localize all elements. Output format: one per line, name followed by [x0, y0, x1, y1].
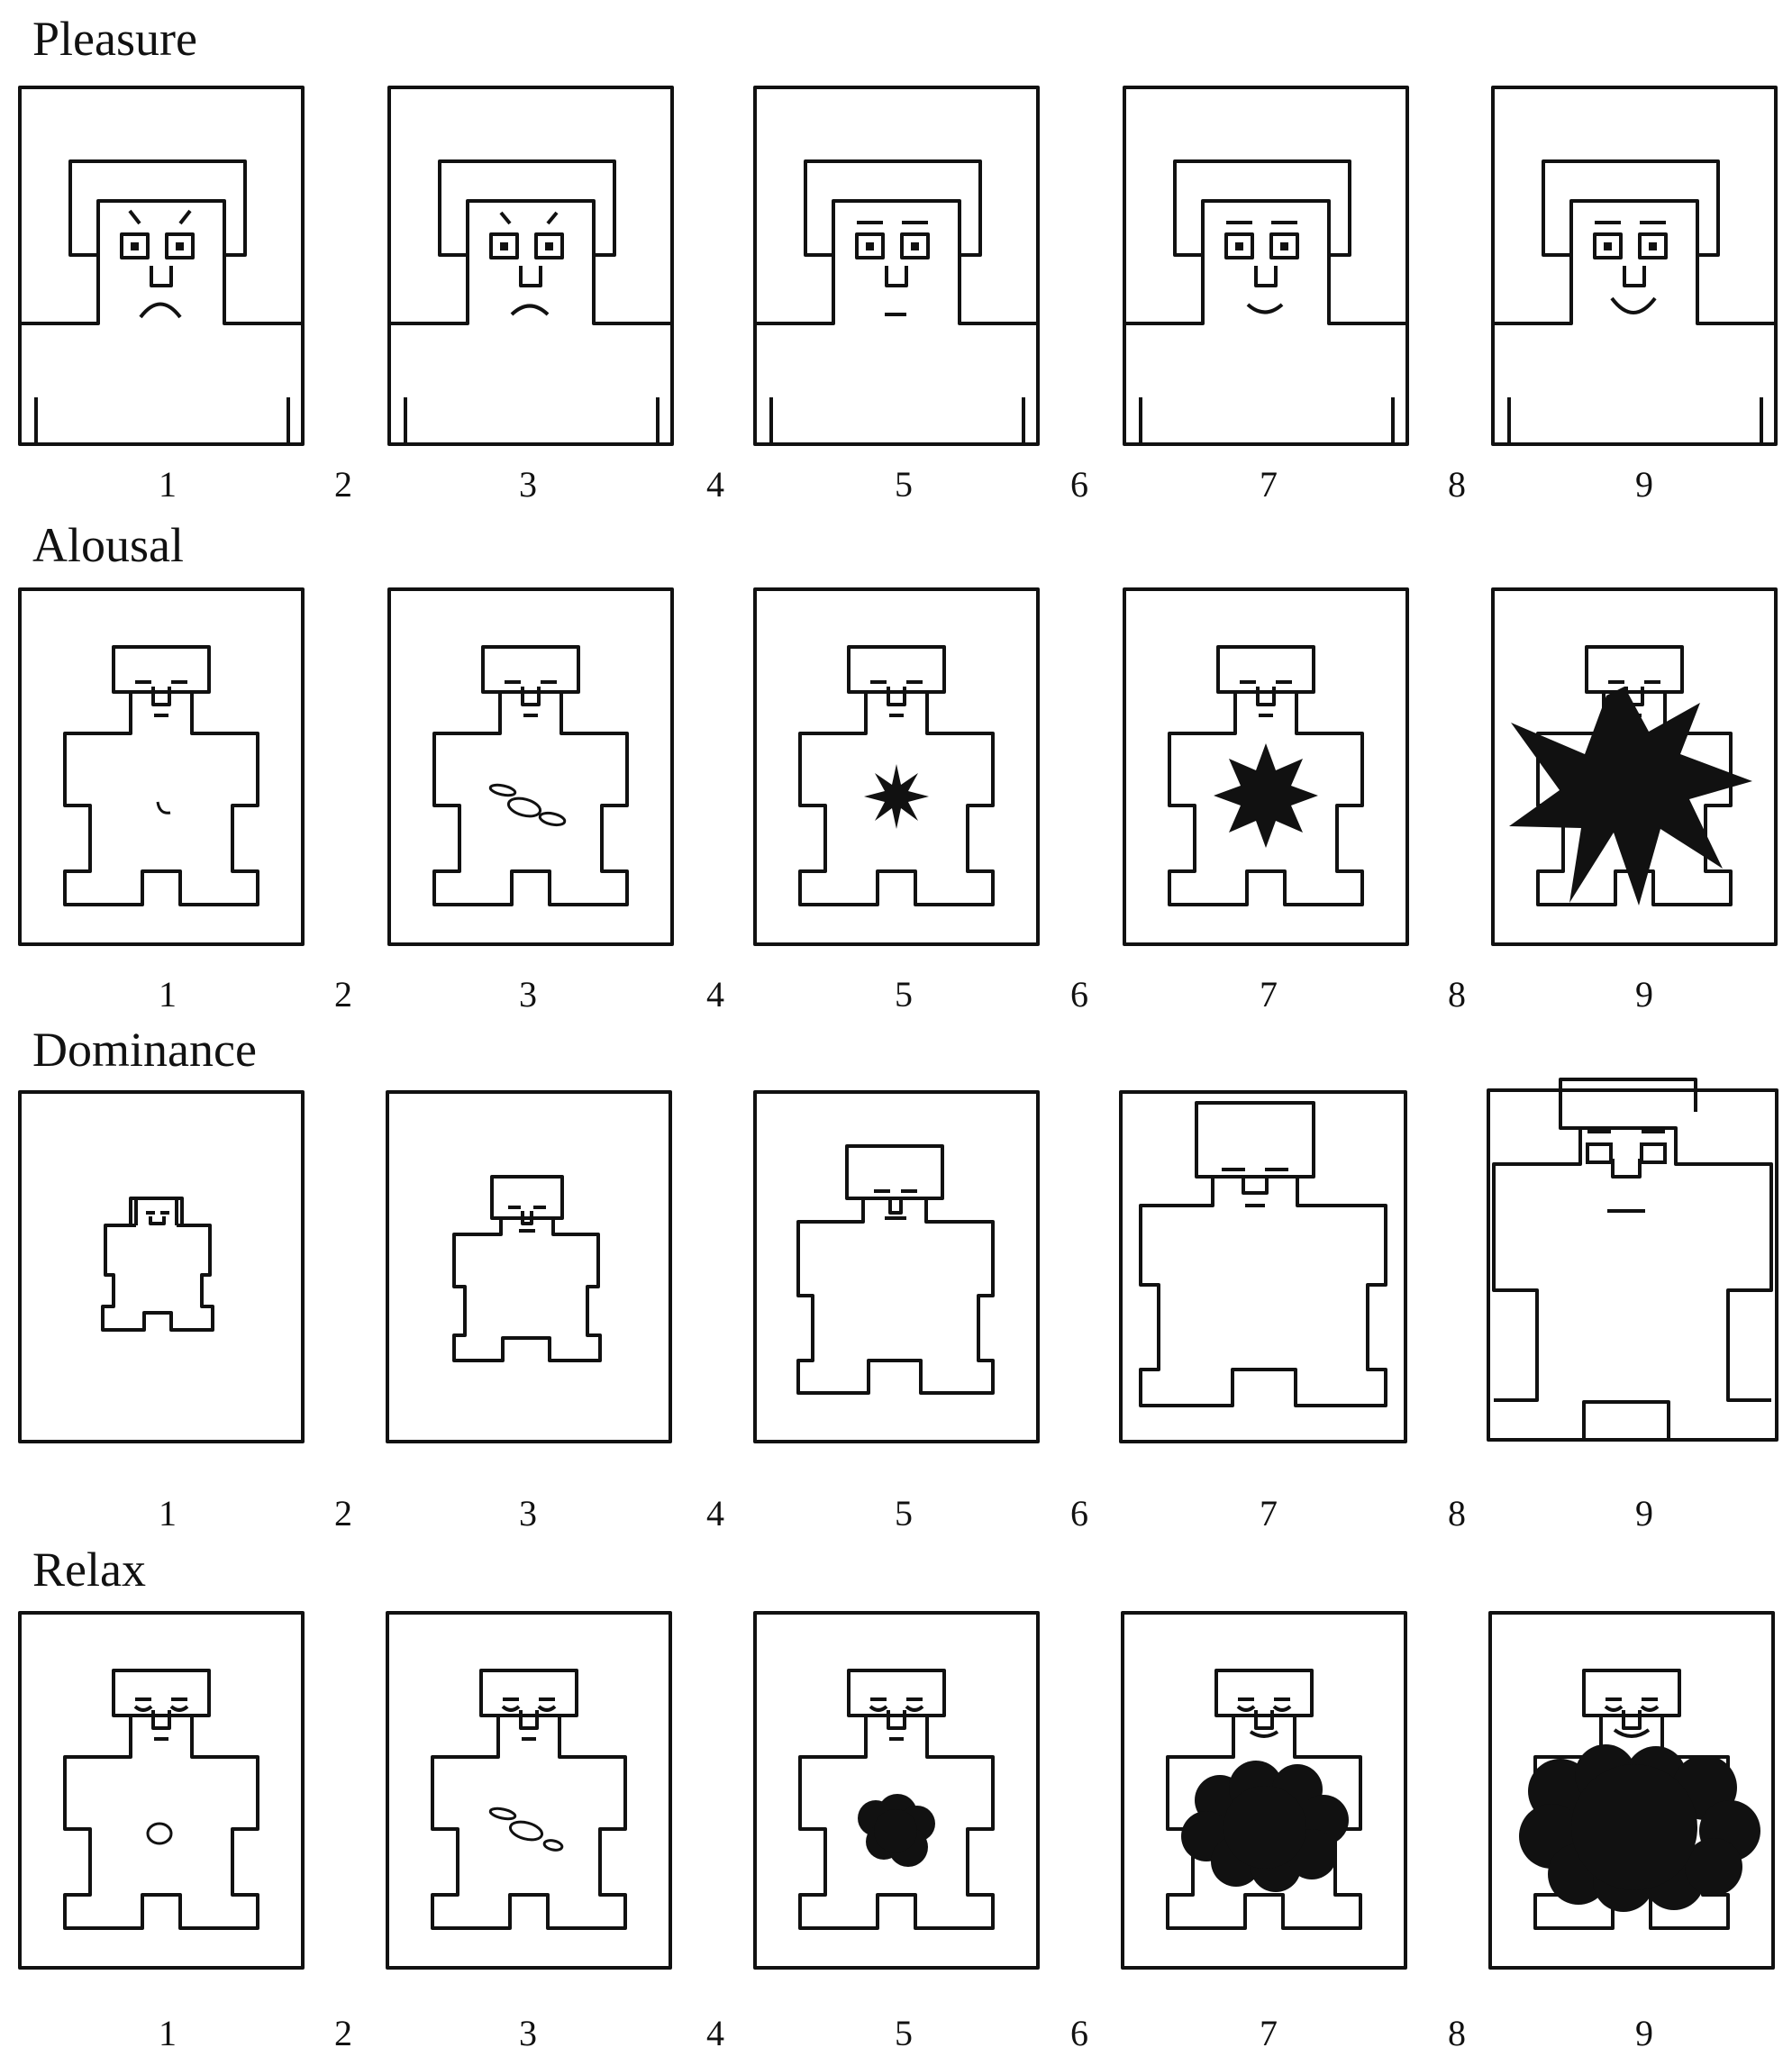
relax-scale-2: 2 — [334, 2013, 352, 2053]
relax-scale-3: 3 — [519, 2013, 537, 2053]
pleasure-figure-5 — [753, 86, 1040, 446]
arousal-scale-3: 3 — [519, 974, 537, 1015]
dominance-scale-4: 4 — [706, 1493, 724, 1534]
relax-scale-5: 5 — [895, 2013, 913, 2053]
pleasure-scale-6: 6 — [1070, 464, 1088, 505]
relax-figure-7 — [1121, 1611, 1407, 1970]
relax-figure-5 — [753, 1611, 1040, 1970]
arousal-scale-2: 2 — [334, 974, 352, 1015]
arousal-scale-5: 5 — [895, 974, 913, 1015]
pleasure-scale-5: 5 — [895, 464, 913, 505]
dominance-figure-3 — [386, 1090, 672, 1443]
dominance-scale-8: 8 — [1448, 1493, 1466, 1534]
relax-figure-3 — [386, 1611, 672, 1970]
dominance-scale-7: 7 — [1260, 1493, 1278, 1534]
arousal-figure-3 — [387, 587, 674, 946]
pleasure-scale-7: 7 — [1260, 464, 1278, 505]
pleasure-figure-9 — [1491, 86, 1778, 446]
relax-scale-9: 9 — [1635, 2013, 1653, 2053]
relax-scale-1: 1 — [159, 2013, 177, 2053]
arousal-scale-7: 7 — [1260, 974, 1278, 1015]
dominance-figure-9 — [1487, 1078, 1778, 1442]
arousal-scale-4: 4 — [706, 974, 724, 1015]
relax-scale-4: 4 — [706, 2013, 724, 2053]
pleasure-scale-2: 2 — [334, 464, 352, 505]
pleasure-scale-4: 4 — [706, 464, 724, 505]
dominance-figure-1 — [18, 1090, 305, 1443]
dominance-figure-5 — [753, 1090, 1040, 1443]
relax-figure-1 — [18, 1611, 305, 1970]
dominance-figure-7 — [1119, 1090, 1407, 1443]
arousal-scale-6: 6 — [1070, 974, 1088, 1015]
pleasure-scale-8: 8 — [1448, 464, 1466, 505]
dominance-scale-3: 3 — [519, 1493, 537, 1534]
dominance-scale-5: 5 — [895, 1493, 913, 1534]
relax-scale-7: 7 — [1260, 2013, 1278, 2053]
arousal-figure-5 — [753, 587, 1040, 946]
dominance-scale-2: 2 — [334, 1493, 352, 1534]
arousal-title: Alousal — [32, 518, 184, 572]
pleasure-scale-1: 1 — [159, 464, 177, 505]
arousal-figure-7 — [1123, 587, 1409, 946]
relax-scale-8: 8 — [1448, 2013, 1466, 2053]
pleasure-figure-1 — [18, 86, 305, 446]
arousal-figure-9 — [1491, 587, 1778, 946]
pleasure-title: Pleasure — [32, 12, 197, 66]
arousal-figure-1 — [18, 587, 305, 946]
pleasure-scale-9: 9 — [1635, 464, 1653, 505]
arousal-scale-8: 8 — [1448, 974, 1466, 1015]
dominance-scale-1: 1 — [159, 1493, 177, 1534]
pleasure-scale-3: 3 — [519, 464, 537, 505]
dominance-title: Dominance — [32, 1023, 257, 1077]
dominance-scale-9: 9 — [1635, 1493, 1653, 1534]
relax-title: Relax — [32, 1543, 146, 1597]
relax-scale-6: 6 — [1070, 2013, 1088, 2053]
relax-figure-9 — [1488, 1611, 1775, 1970]
pleasure-figure-3 — [387, 86, 674, 446]
arousal-scale-1: 1 — [159, 974, 177, 1015]
arousal-scale-9: 9 — [1635, 974, 1653, 1015]
dominance-scale-6: 6 — [1070, 1493, 1088, 1534]
pleasure-figure-7 — [1123, 86, 1409, 446]
